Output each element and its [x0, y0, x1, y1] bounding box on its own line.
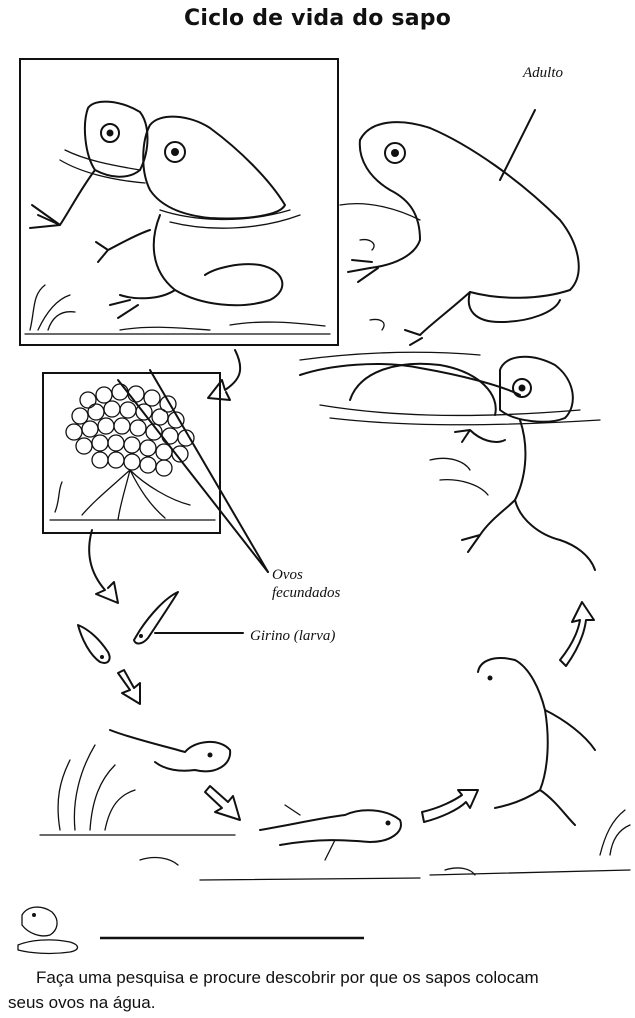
pond-plants — [40, 745, 630, 880]
cycle-arrows — [89, 350, 594, 822]
froglet-in-water — [300, 352, 600, 570]
label-eggs-line1: Ovos — [272, 567, 303, 583]
label-eggs: Ovos fecundados — [272, 566, 340, 602]
label-eggs-line2: fecundados — [272, 585, 340, 601]
label-adult: Adulto — [523, 64, 563, 82]
adult-frog — [340, 110, 579, 345]
question-line-1: Faça uma pesquisa e procure descobrir po… — [8, 965, 630, 990]
mating-frogs-illustration — [25, 102, 330, 334]
label-tadpole: Girino (larva) — [250, 627, 335, 645]
mating-frogs-panel — [20, 59, 338, 345]
frog-doodle-icon — [18, 907, 78, 953]
egg-cluster — [50, 384, 215, 520]
leader-lines — [118, 370, 268, 633]
question-line-2: seus ovos na água. — [8, 990, 630, 1015]
activity-question: Faça uma pesquisa e procure descobrir po… — [8, 965, 630, 1015]
